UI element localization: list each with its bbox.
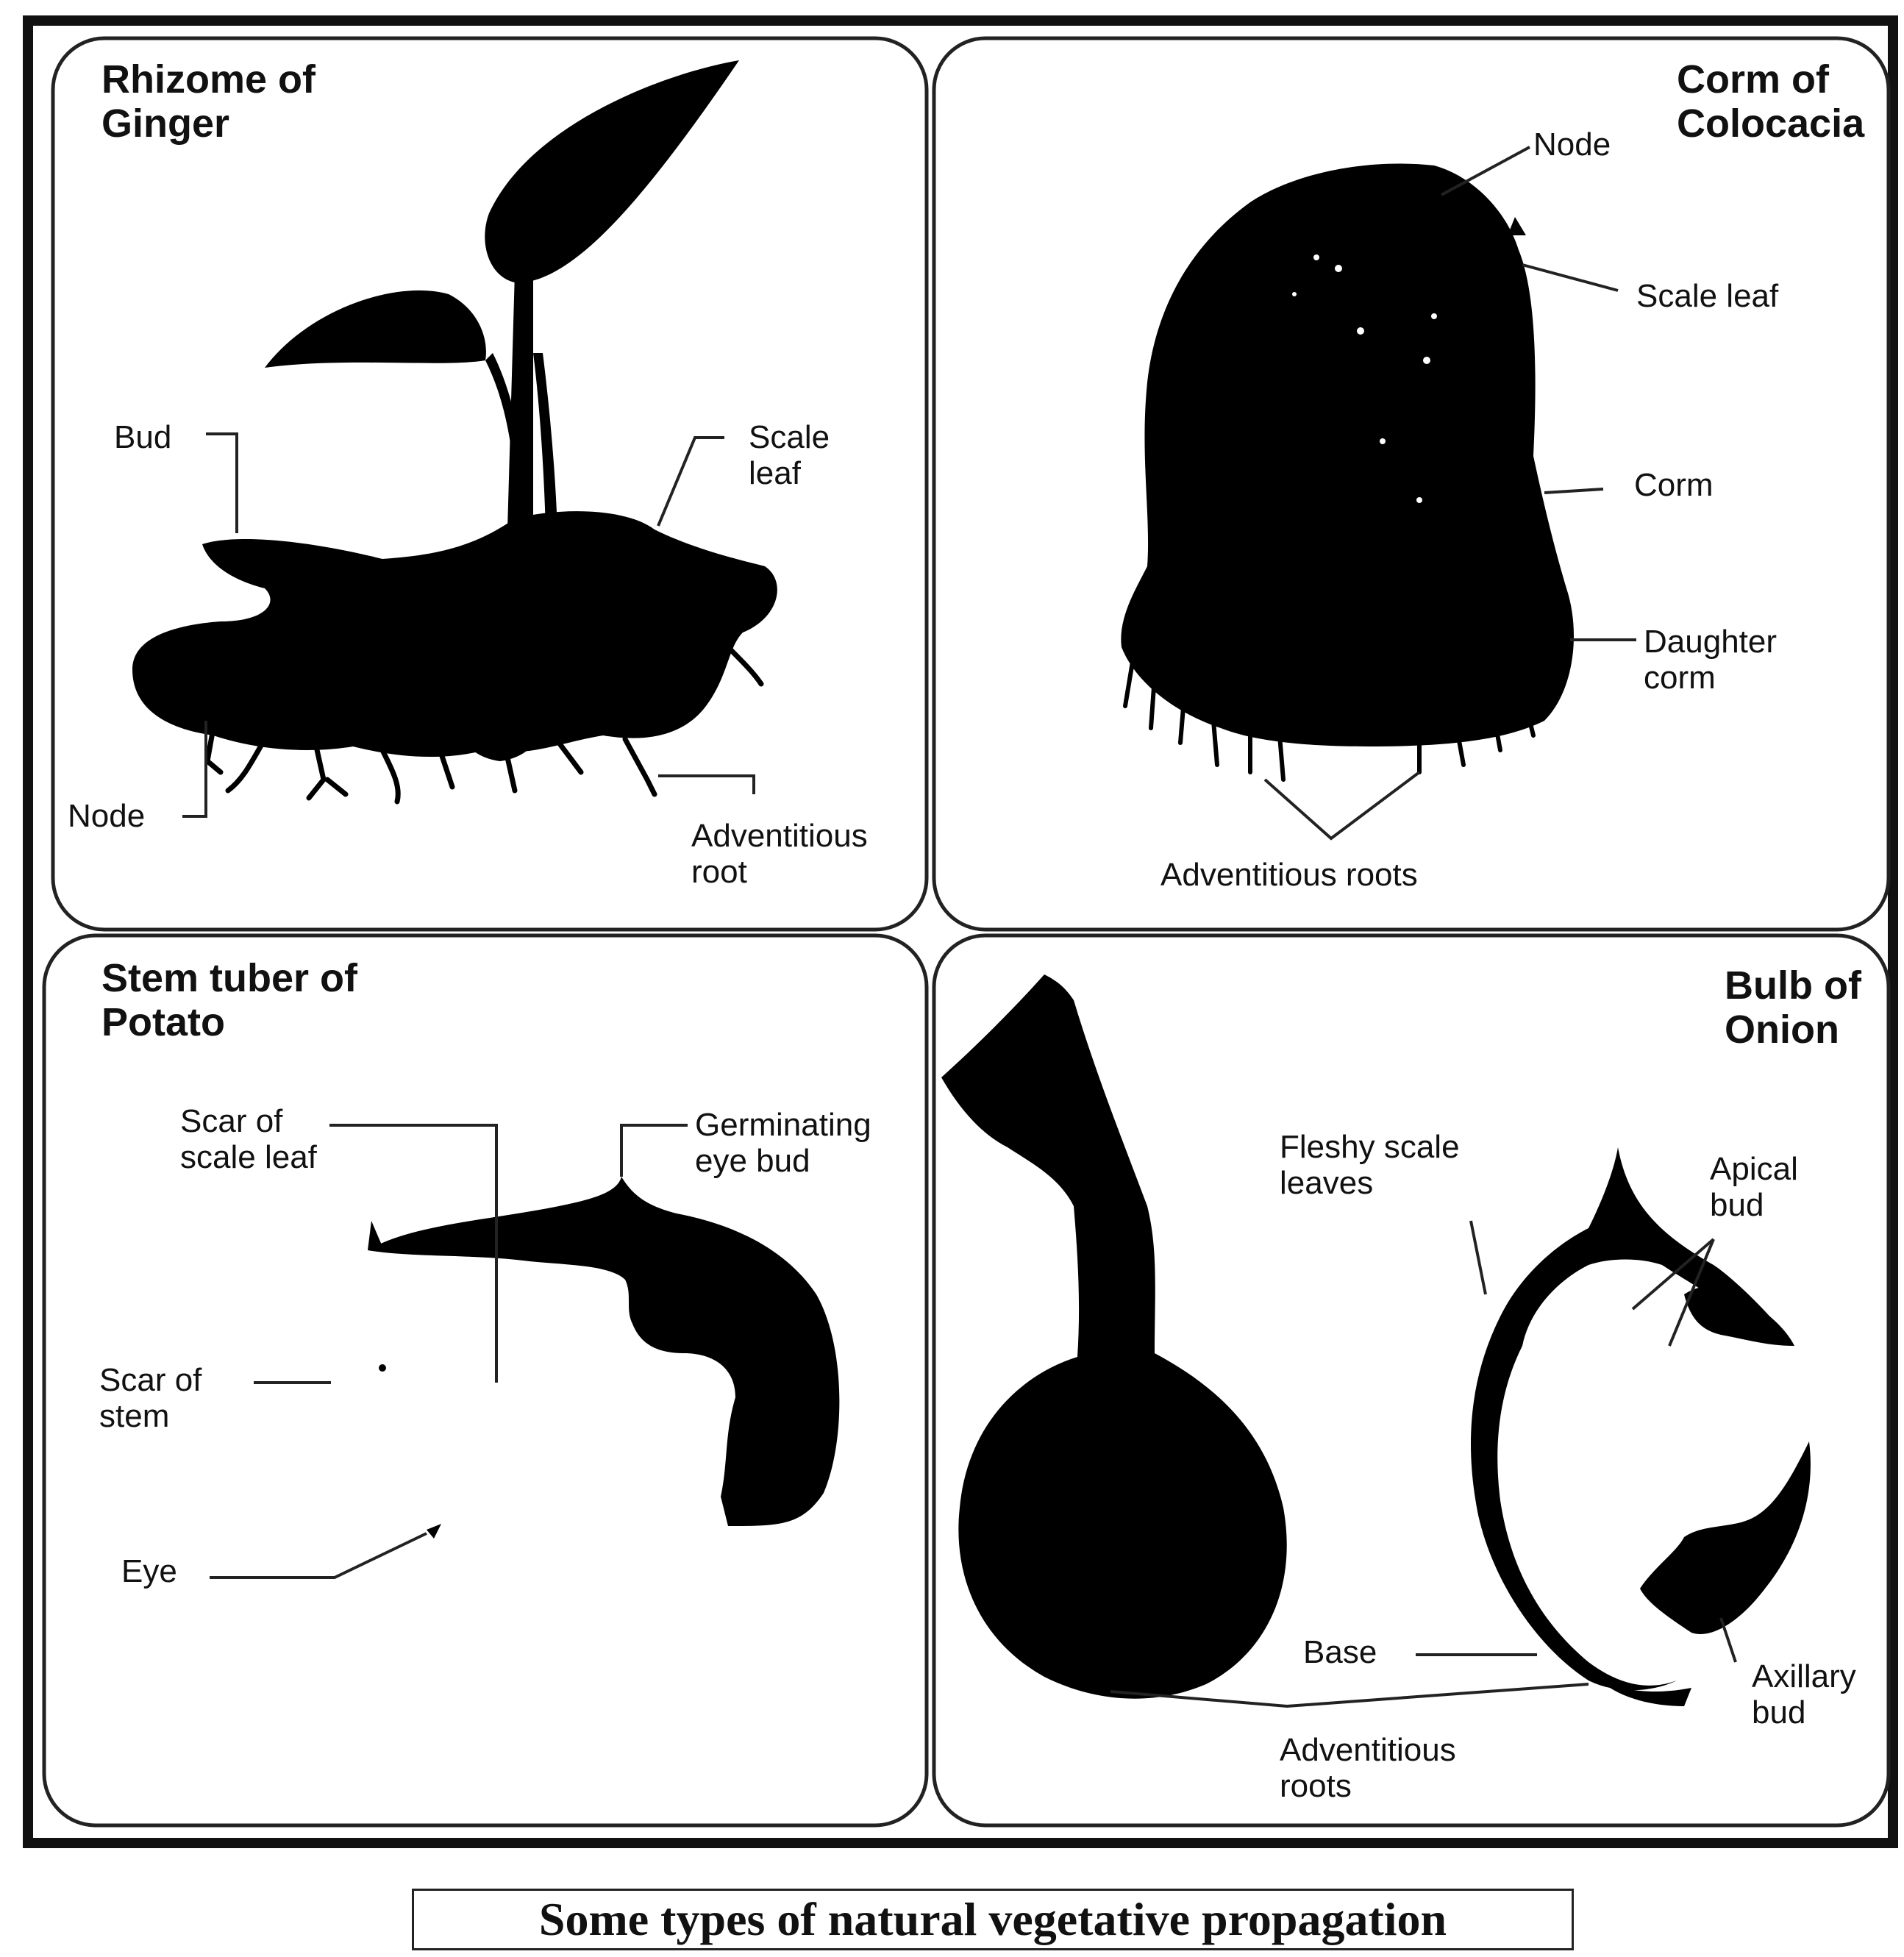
onion-label-axillary-bud: Axillary bud xyxy=(1752,1658,1856,1731)
ginger-label-adventitious-root: Adventitious root xyxy=(691,818,868,891)
colocacia-corm-drawing xyxy=(1121,163,1574,746)
panel-title-ginger: Rhizome of Ginger xyxy=(101,57,315,146)
onion-bulb-drawing xyxy=(941,974,1811,1706)
onion-label-base: Base xyxy=(1303,1634,1377,1670)
potato-label-eye: Eye xyxy=(121,1553,177,1589)
colocacia-label-node: Node xyxy=(1533,126,1611,163)
panel-title-onion: Bulb of Onion xyxy=(1725,963,1861,1052)
figure-caption: Some types of natural vegetative propaga… xyxy=(412,1889,1574,1950)
ginger-label-node: Node xyxy=(68,798,145,834)
ginger-label-scale-leaf: Scale leaf xyxy=(749,419,830,492)
colocacia-label-daughter-corm: Daughter corm xyxy=(1644,624,1777,696)
onion-label-apical-bud: Apical bud xyxy=(1710,1151,1798,1224)
onion-label-fleshy-scale-leaves: Fleshy scale leaves xyxy=(1280,1129,1460,1202)
panel-title-colocacia: Corm of Colocacia xyxy=(1677,57,1864,146)
outer-frame xyxy=(28,21,1893,1843)
ginger-label-bud: Bud xyxy=(114,419,171,455)
potato-label-scar-scale-leaf: Scar of scale leaf xyxy=(180,1103,317,1176)
potato-label-scar-stem: Scar of stem xyxy=(99,1362,202,1435)
panel-title-potato: Stem tuber of Potato xyxy=(101,956,357,1045)
onion-label-adventitious-roots: Adventitious roots xyxy=(1280,1732,1456,1805)
colocacia-label-scale-leaf: Scale leaf xyxy=(1636,278,1778,314)
potato-tuber-drawing xyxy=(368,1177,839,1539)
colocacia-label-adventitious-roots: Adventitious roots xyxy=(1160,857,1418,893)
potato-label-germinating-bud: Germinating eye bud xyxy=(695,1107,871,1180)
ginger-rhizome-drawing xyxy=(132,60,777,761)
colocacia-label-corm: Corm xyxy=(1634,467,1714,503)
